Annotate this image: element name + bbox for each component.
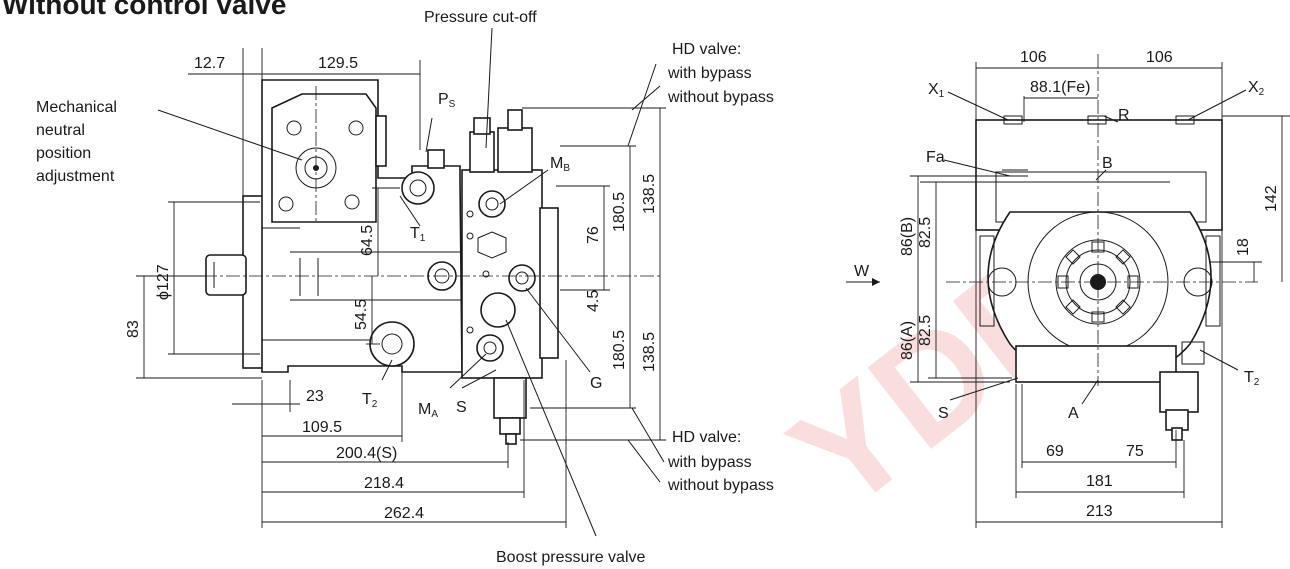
label-port-t1: T1 bbox=[410, 225, 426, 244]
dim-82-5-bottom: 82.5 bbox=[917, 315, 934, 346]
dim-180-5-bottom: 180.5 bbox=[611, 330, 628, 370]
neutral-adjust-block bbox=[271, 93, 377, 223]
dim-75: 75 bbox=[1126, 443, 1144, 460]
label-mechanical-1: Mechanical bbox=[36, 99, 117, 116]
label-view-w: W bbox=[854, 263, 870, 280]
dim-106-right: 106 bbox=[1146, 49, 1173, 66]
label-port-mb: MB bbox=[550, 155, 570, 174]
dim-83: 83 bbox=[125, 320, 142, 338]
label-port-x2: X2 bbox=[1248, 79, 1265, 98]
label-port-a: A bbox=[1068, 405, 1079, 422]
side-view-dimension-lines bbox=[136, 48, 666, 528]
front-view-leaders bbox=[943, 89, 1247, 405]
port-t1-boss bbox=[401, 171, 435, 205]
side-view bbox=[180, 79, 662, 445]
dim-129-5: 129.5 bbox=[318, 55, 358, 72]
label-port-x1: X1 bbox=[928, 81, 945, 100]
dim-18: 18 bbox=[1235, 238, 1252, 256]
dim-138-5-bottom: 138.5 bbox=[641, 332, 658, 372]
dim-109-5: 109.5 bbox=[302, 419, 342, 436]
label-without-bypass-top: without bypass bbox=[667, 89, 774, 106]
dim-64-5: 64.5 bbox=[359, 225, 376, 256]
label-port-ma: MA bbox=[418, 401, 438, 420]
dim-23: 23 bbox=[306, 388, 324, 405]
label-boost-pressure-valve: Boost pressure valve bbox=[496, 549, 646, 566]
dim-180-5-top: 180.5 bbox=[611, 192, 628, 232]
label-port-b: B bbox=[1102, 155, 1113, 172]
drawing-title: Without control valve bbox=[2, 0, 286, 20]
drive-shaft bbox=[205, 254, 247, 296]
label-port-r: R bbox=[1118, 107, 1130, 124]
label-hd-valve-top: HD valve: bbox=[672, 41, 741, 58]
label-port-t2-right: T2 bbox=[1244, 369, 1260, 388]
dim-76: 76 bbox=[585, 226, 602, 244]
dim-181: 181 bbox=[1086, 473, 1113, 490]
dim-138-5-top: 138.5 bbox=[641, 174, 658, 214]
dim-69: 69 bbox=[1046, 443, 1064, 460]
side-view-leaders bbox=[157, 27, 597, 537]
label-hd-valve-bottom: HD valve: bbox=[672, 429, 741, 446]
label-with-bypass-bottom: with bypass bbox=[667, 454, 752, 471]
dim-218-4: 218.4 bbox=[364, 475, 404, 492]
label-mechanical-3: position bbox=[36, 145, 91, 162]
dim-88-1: 88.1(Fe) bbox=[1030, 79, 1090, 96]
label-pressure-cutoff: Pressure cut-off bbox=[424, 9, 537, 26]
dim-213: 213 bbox=[1086, 503, 1113, 520]
dim-12-7: 12.7 bbox=[194, 55, 225, 72]
dim-86-b: 86(B) bbox=[899, 217, 916, 256]
dim-4-5: 4.5 bbox=[585, 290, 602, 312]
dim-82-5-top: 82.5 bbox=[917, 217, 934, 248]
label-port-ps: PS bbox=[438, 91, 456, 110]
label-with-bypass-top: with bypass bbox=[667, 65, 752, 82]
label-port-s-left: S bbox=[456, 399, 467, 416]
dim-127: ϕ127 bbox=[155, 264, 172, 300]
label-port-s-right: S bbox=[938, 405, 949, 422]
dim-142: 142 bbox=[1263, 185, 1280, 212]
label-mechanical-4: adjustment bbox=[36, 168, 115, 185]
label-without-bypass-bottom: without bypass bbox=[667, 477, 774, 494]
label-mechanical-2: neutral bbox=[36, 122, 85, 139]
dim-262-4: 262.4 bbox=[384, 505, 424, 522]
front-view bbox=[920, 54, 1258, 441]
label-port-t2-left: T2 bbox=[362, 391, 378, 410]
dim-200-4: 200.4(S) bbox=[336, 445, 397, 462]
label-port-g: G bbox=[590, 375, 602, 392]
dim-106-left: 106 bbox=[1020, 49, 1047, 66]
front-view-dimension-lines bbox=[846, 62, 1290, 528]
dim-54-5: 54.5 bbox=[353, 299, 370, 330]
label-port-fa: Fa bbox=[926, 149, 945, 166]
dim-86-a: 86(A) bbox=[899, 321, 916, 360]
